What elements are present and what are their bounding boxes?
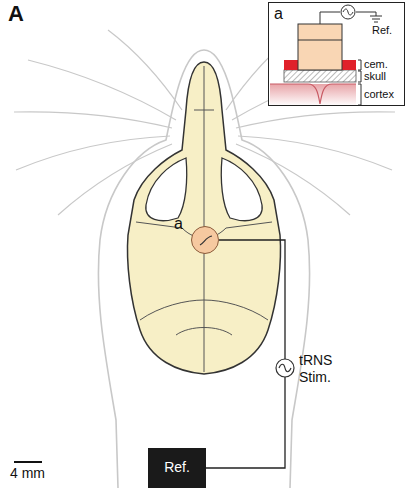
skull: [128, 62, 281, 374]
electrode-wire-mark: [192, 227, 220, 255]
reference-box: Ref.: [148, 448, 206, 488]
node-label: Ref.: [164, 460, 190, 475]
node-label: a: [274, 5, 283, 23]
layer-label: cortex: [364, 88, 394, 100]
stimulation-wire: [206, 240, 285, 468]
inset-illustration: [268, 2, 405, 106]
node-label: a: [174, 215, 183, 233]
reference-label: Ref.: [372, 24, 392, 36]
panel-letter: A: [8, 2, 24, 26]
scale-bar: [14, 461, 42, 463]
scale-label: 4 mm: [10, 466, 45, 481]
ac-source-symbol: [276, 359, 294, 377]
rat-outline: [98, 50, 309, 488]
layer-label: cem.: [364, 58, 388, 70]
layer-label: skull: [364, 70, 386, 82]
edge-label: tRNS Stim.: [299, 352, 347, 386]
electrode-wire-mark: [200, 236, 212, 245]
electrode-circle: a: [191, 226, 219, 254]
